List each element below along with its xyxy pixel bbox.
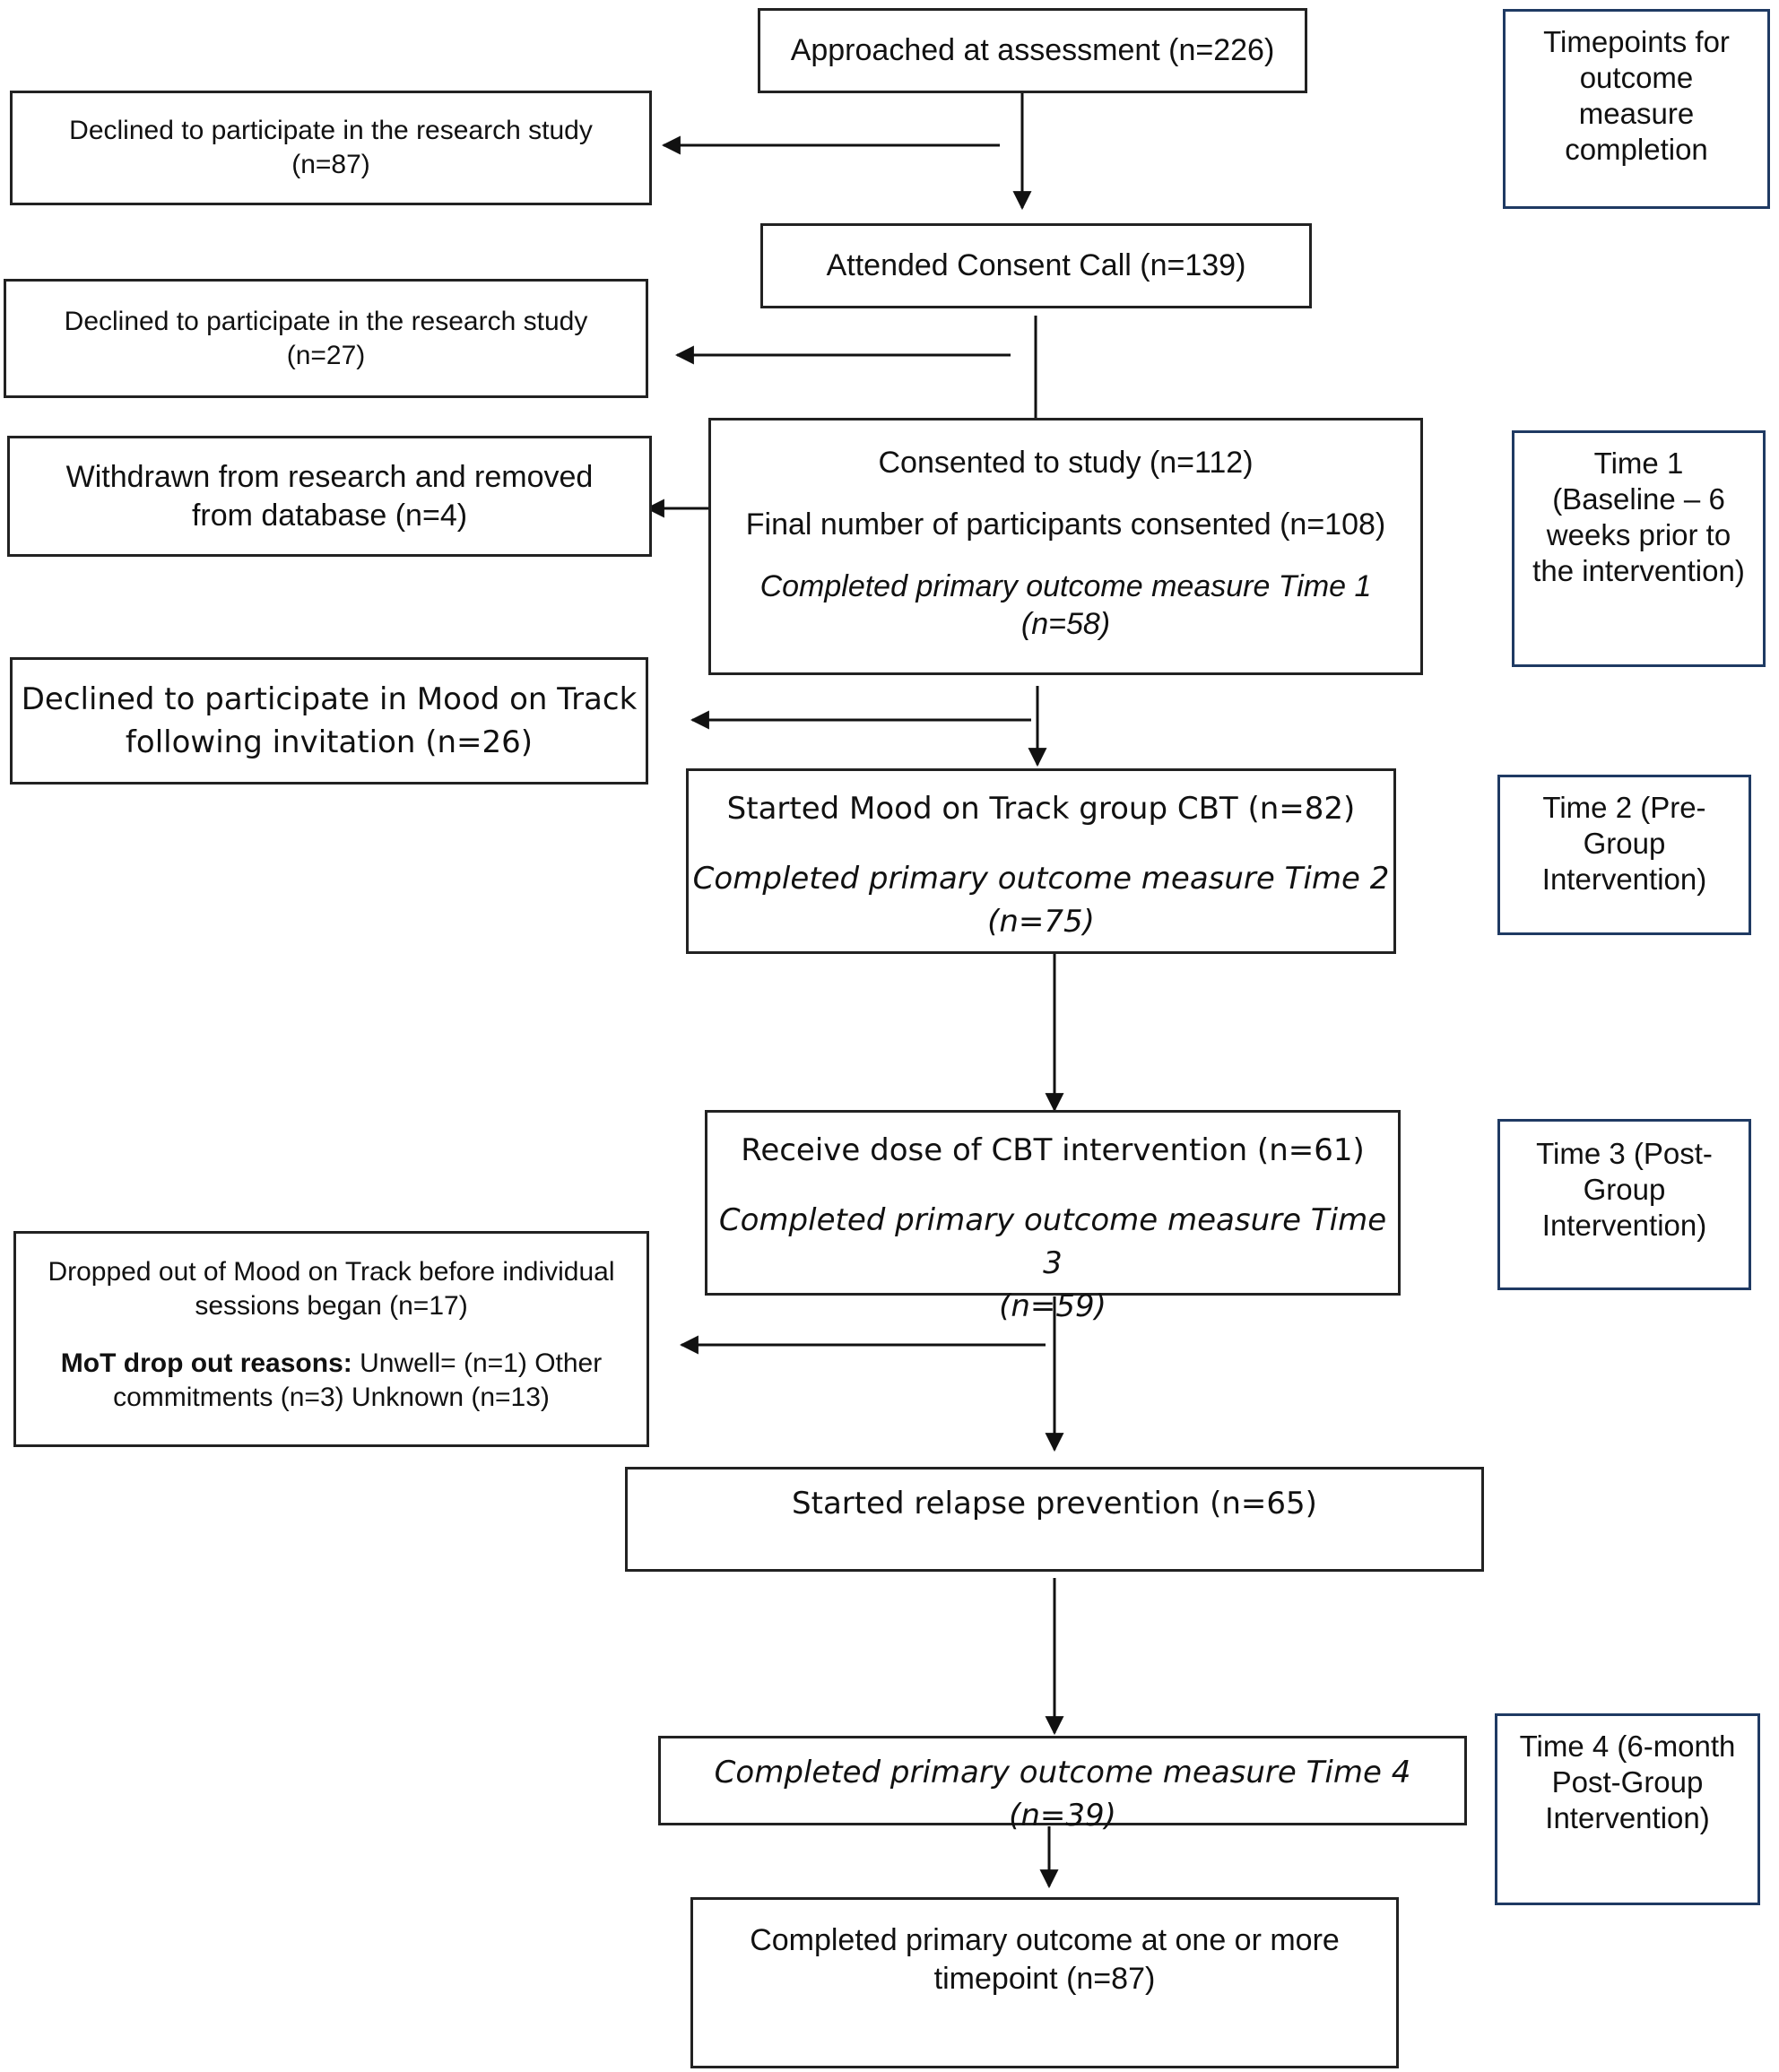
box-consent-call: Attended Consent Call (n=139): [760, 223, 1312, 308]
box-declined-study-2: Declined to participate in the research …: [4, 279, 648, 398]
started-mot-line1: Started Mood on Track group CBT (n=82): [726, 791, 1356, 827]
withdrawn-line1: Withdrawn from research and removed: [65, 459, 594, 494]
consented-line1: Consented to study (n=112): [878, 446, 1254, 480]
time4-line1: Time 4 (6-month: [1519, 1730, 1736, 1763]
box-approached: Approached at assessment (n=226): [758, 8, 1307, 93]
consented-time1-measure: Completed primary outcome measure Time 1: [759, 569, 1372, 603]
timepoints-header-line4: completion: [1565, 133, 1708, 166]
box-declined-mood-on-track: Declined to participate in Mood on Track…: [10, 657, 648, 785]
declined1-line1: Declined to participate in the research …: [69, 116, 593, 145]
box-consented: Consented to study (n=112) Final number …: [708, 418, 1423, 675]
declined2-line2: (n=27): [286, 340, 366, 370]
relapse-label: Started relapse prevention (n=65): [792, 1486, 1317, 1521]
time3-line2: Group: [1583, 1173, 1666, 1206]
started-mot-time2-count: (n=75): [987, 904, 1095, 940]
time3-box: Time 3 (Post- Group Intervention): [1497, 1119, 1751, 1290]
consented-line2: Final number of participants consented (…: [745, 507, 1386, 542]
box-completed-any-timepoint: Completed primary outcome at one or more…: [690, 1897, 1399, 2068]
timepoints-header-line2: outcome: [1579, 61, 1694, 94]
time1-line2: (Baseline – 6: [1552, 482, 1725, 516]
dropped-line2: sessions began (n=17): [195, 1291, 468, 1321]
dropped-reasons-label: MoT drop out reasons:: [60, 1348, 352, 1378]
box-relapse-prevention: Started relapse prevention (n=65): [625, 1467, 1484, 1572]
time2-box: Time 2 (Pre- Group Intervention): [1497, 775, 1751, 935]
dropped-reasons-text2: commitments (n=3) Unknown (n=13): [113, 1383, 550, 1412]
time2-line1: Time 2 (Pre-: [1542, 791, 1706, 824]
declined-mot-line2: following invitation (n=26): [125, 724, 534, 760]
declined2-line1: Declined to participate in the research …: [64, 306, 588, 336]
time4-line2: Post-Group: [1551, 1765, 1704, 1799]
declined1-line2: (n=87): [291, 150, 370, 179]
time4-measure-label: Completed primary outcome measure Time 4…: [714, 1755, 1411, 1834]
timepoints-header-line3: measure: [1578, 97, 1695, 130]
box-dropped-out: Dropped out of Mood on Track before indi…: [13, 1231, 649, 1447]
dropped-reasons-text1: Unwell= (n=1) Other: [351, 1348, 603, 1378]
box-started-mood-on-track: Started Mood on Track group CBT (n=82) C…: [686, 768, 1396, 954]
withdrawn-line2: from database (n=4): [191, 498, 468, 533]
dose-time3-count: (n=59): [999, 1288, 1106, 1324]
completed-any-line2: timepoint (n=87): [933, 1962, 1156, 1996]
timepoints-header-line1: Timepoints for: [1543, 25, 1730, 58]
consented-time1-count: (n=58): [1020, 607, 1111, 641]
timepoints-header-box: Timepoints for outcome measure completio…: [1503, 9, 1770, 209]
time2-line3: Intervention): [1541, 863, 1707, 896]
dropped-reasons-line1: MoT drop out reasons: Unwell= (n=1) Othe…: [61, 1347, 602, 1381]
started-mot-time2-measure: Completed primary outcome measure Time 2: [692, 861, 1390, 897]
time3-line3: Intervention): [1541, 1209, 1707, 1242]
approached-label: Approached at assessment (n=226): [790, 33, 1275, 67]
time2-line2: Group: [1583, 827, 1666, 860]
dose-line1: Receive dose of CBT intervention (n=61): [741, 1132, 1365, 1168]
box-time4-measure: Completed primary outcome measure Time 4…: [658, 1736, 1467, 1834]
box-withdrawn: Withdrawn from research and removed from…: [7, 436, 652, 557]
declined-mot-line1: Declined to participate in Mood on Track: [21, 681, 638, 717]
box-receive-dose: Receive dose of CBT intervention (n=61) …: [705, 1110, 1401, 1324]
time1-line4: the intervention): [1532, 554, 1745, 587]
completed-any-line1: Completed primary outcome at one or more: [750, 1923, 1340, 1957]
dose-time3-measure: Completed primary outcome measure Time 3: [718, 1202, 1387, 1281]
time4-box: Time 4 (6-month Post-Group Intervention): [1495, 1713, 1760, 1905]
time3-line1: Time 3 (Post-: [1536, 1137, 1713, 1170]
consent-call-label: Attended Consent Call (n=139): [826, 248, 1246, 282]
time1-line1: Time 1: [1593, 446, 1684, 480]
dropped-line1: Dropped out of Mood on Track before indi…: [48, 1257, 615, 1287]
time1-line3: weeks prior to: [1546, 518, 1731, 551]
time1-box: Time 1 (Baseline – 6 weeks prior to the …: [1512, 430, 1766, 667]
box-declined-study-1: Declined to participate in the research …: [10, 91, 652, 205]
time4-line3: Intervention): [1545, 1801, 1710, 1834]
